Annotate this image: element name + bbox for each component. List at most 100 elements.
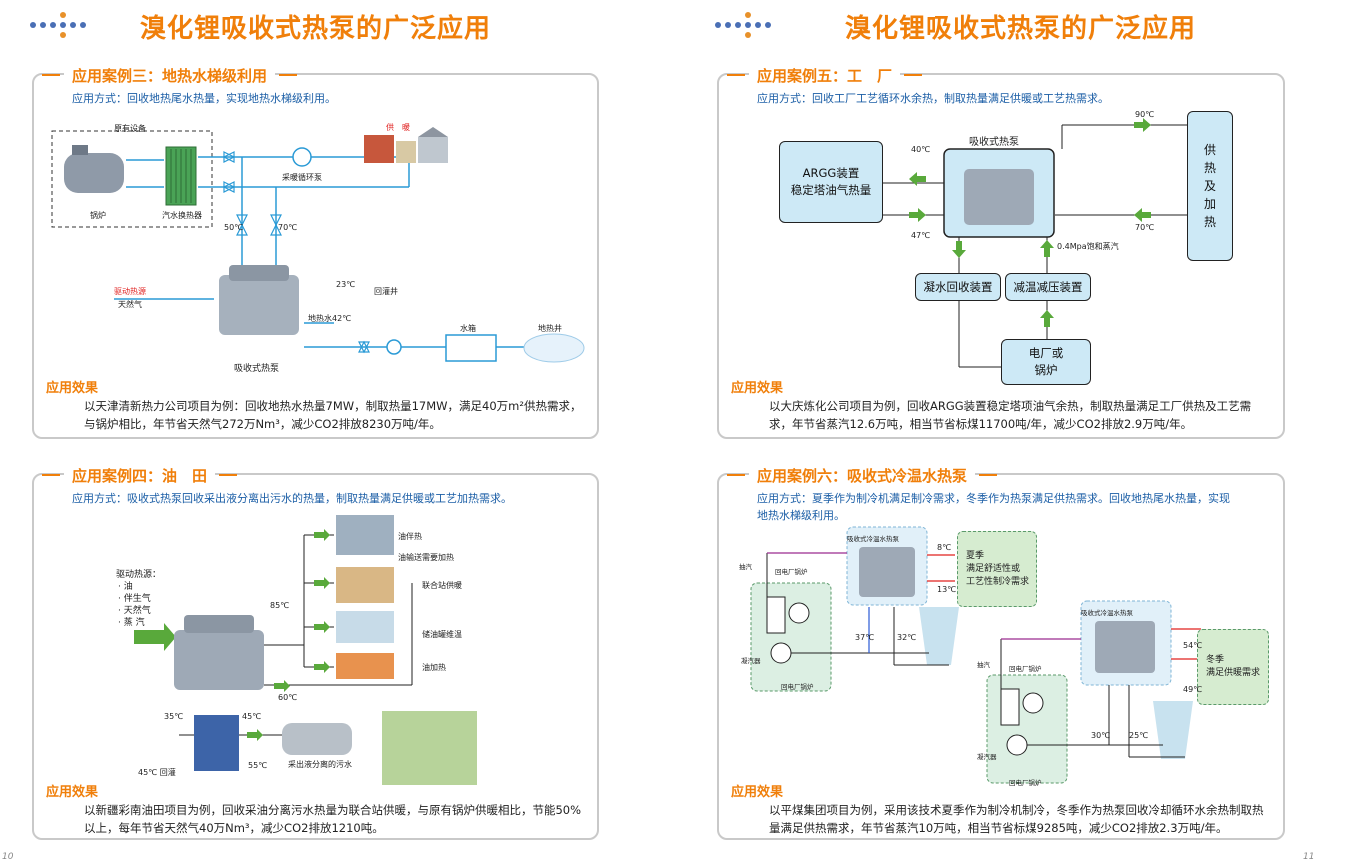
plant-box: 电厂或锅炉: [1001, 339, 1091, 385]
case3-heading: 应用案例三：地热水梯级利用: [41, 65, 298, 86]
drive-item: · 伴生气: [118, 594, 151, 604]
label-return-boiler: 回电厂锅炉: [775, 568, 808, 576]
label-extract: 抽汽: [977, 661, 990, 669]
label-t70: 70℃: [1135, 223, 1155, 232]
label-oil-heat: 油加热: [422, 663, 446, 672]
case5-heading: 应用案例五：工 厂: [726, 65, 923, 86]
label-sewage: 采出液分离的污水: [288, 760, 352, 769]
label-return-boiler: 回电厂锅炉: [1009, 779, 1042, 787]
label-t47: 47℃: [911, 231, 931, 240]
oil-pumpjack-photo: [382, 711, 477, 785]
geothermal-well-icon: [523, 333, 585, 363]
label-condenser: 凝汽器: [977, 753, 997, 761]
case5-effect-title: 应用效果: [731, 381, 784, 396]
dots-decoration-icon: [30, 12, 94, 38]
case3-effect-line: 与锅炉相比，年节省天然气272万Nm³，减少CO2排放8230万吨/年。: [84, 417, 441, 431]
label-t49: 49℃: [1183, 685, 1203, 694]
dots-decoration-icon: [715, 12, 779, 38]
case3-effect-line: 以天津清新热力公司项目为例：回收地热水热量7MW，制取热量17MW，满足40万m…: [84, 399, 582, 413]
label-t54: 54℃: [1183, 641, 1203, 650]
label-tank-keep: 储油罐维温: [422, 630, 462, 639]
generator-icon: [788, 602, 810, 624]
condenser-icon: [770, 642, 792, 664]
label-gas: 天然气: [118, 300, 142, 309]
heatpump-icon: [964, 169, 1034, 225]
case6-effect-title: 应用效果: [731, 785, 784, 800]
label-t32: 32℃: [897, 633, 917, 642]
drive-item: · 油: [118, 582, 133, 592]
geo-pump-icon: [386, 339, 402, 355]
case6-method-line: 应用方式：夏季作为制冷机满足制冷需求，冬季作为热泵满足供热需求。回收地热尾水热量…: [757, 492, 1230, 505]
drive-title: 驱动热源：: [116, 570, 162, 580]
case3-effect-text: 以天津清新热力公司项目为例：回收地热水热量7MW，制取热量17MW，满足40万m…: [84, 397, 581, 433]
label-heatpump: 吸收式热泵: [234, 364, 280, 374]
case5-method: 应用方式：回收工厂工艺循环水余热，制取热量满足供暖或工艺热需求。: [757, 92, 1109, 105]
argg-label: 稳定塔油气热量: [790, 183, 872, 197]
argg-box: ARGG装置稳定塔油气热量: [779, 141, 883, 223]
case6-effect-line: 以平煤集团项目为例，采用该技术夏季作为制冷机制冷，冬季作为热泵回收冷却循环水余热…: [769, 803, 1264, 817]
label-oil-transport: 油输送需要加热: [398, 553, 454, 562]
summer-demand-box: 夏季 满足舒适性或 工艺性制冷需求: [957, 531, 1037, 607]
separator-icon: [282, 723, 352, 755]
label-steam: 0.4Mpa饱和蒸汽: [1057, 242, 1119, 251]
case6-method-line: 地热水梯级利用。: [757, 509, 845, 522]
left-page: 溴化锂吸收式热泵的广泛应用 应用案例三：地热水梯级利用 应用方式：回收地热尾水热…: [0, 0, 672, 864]
heater-photo: [336, 653, 394, 679]
label-t90: 90℃: [1135, 110, 1155, 119]
page-title: 溴化锂吸收式热泵的广泛应用: [845, 14, 1197, 44]
label-t55: 55℃: [248, 761, 268, 770]
label-exchanger: 汽水换热器: [162, 211, 202, 220]
label-geo42: 地热水42℃: [308, 314, 352, 323]
case6-panel: 应用案例六：吸收式冷温水热泵 应用方式：夏季作为制冷机满足制冷需求，冬季作为热泵…: [717, 465, 1285, 840]
label-t45: 45℃: [242, 712, 262, 721]
summer-unit-label: 吸收式冷温水热泵: [847, 535, 899, 543]
supply-box: 供 热 及 加 热: [1187, 111, 1233, 261]
condensate-box: 凝水回收装置: [915, 273, 1001, 301]
label-t37: 37℃: [855, 633, 875, 642]
argg-label: ARGG装置: [802, 166, 860, 180]
label-condenser: 凝汽器: [741, 657, 761, 665]
right-page: 溴化锂吸收式热泵的广泛应用 应用案例五：工 厂 应用方式：回收工厂工艺循环水余热…: [673, 0, 1345, 864]
circulation-pump-icon: [292, 147, 312, 167]
case3-method: 应用方式：回收地热尾水热量，实现地热水梯级利用。: [72, 92, 336, 105]
label-heatpump: 吸收式热泵: [969, 137, 1019, 148]
label-t23: 23℃: [336, 280, 356, 289]
building-photo: [336, 567, 394, 603]
boiler-icon: [64, 153, 124, 193]
case4-effect-line: 以新疆彩南油田项目为例，回收采油分离污水热量为联合站供暖，与原有锅炉供暖相比，节…: [84, 803, 582, 817]
page-number: 10: [2, 852, 14, 862]
case5-diagram: [882, 118, 1187, 368]
label-t30: 30℃: [1091, 731, 1111, 740]
page-title: 溴化锂吸收式热泵的广泛应用: [140, 14, 492, 44]
case4-effect-text: 以新疆彩南油田项目为例，回收采油分离污水热量为联合站供暖，与原有锅炉供暖相比，节…: [84, 801, 581, 837]
case4-heading: 应用案例四：油 田: [41, 465, 238, 486]
drive-arrow-icon: [134, 623, 176, 651]
existing-equipment-box: [51, 130, 213, 228]
label-t50: 50℃: [224, 223, 244, 232]
plant-label: 锅炉: [1034, 363, 1058, 377]
label-boiler: 锅炉: [90, 211, 106, 220]
winter-unit-icon: [1095, 621, 1155, 673]
case3-panel: 应用案例三：地热水梯级利用 应用方式：回收地热尾水热量，实现地热水梯级利用。: [32, 65, 599, 439]
reducer-box: 减温减压装置: [1005, 273, 1091, 301]
label-drive: 驱动热源: [114, 287, 146, 296]
winter-demand-box: 冬季 满足供暖需求: [1197, 629, 1269, 705]
case3-diagram: [51, 127, 585, 363]
label-return-boiler: 回电厂锅炉: [1009, 665, 1042, 673]
case5-effect-text: 以大庆炼化公司项目为例，回收ARGG装置稳定塔项油气余热，制取热量满足工厂供热及…: [769, 397, 1251, 433]
heatpump-icon: [174, 630, 264, 690]
label-well: 地热井: [538, 324, 562, 333]
case6-effect-line: 量满足供热需求，年节省蒸汽10万吨，相当节省标煤9285吨，减少CO2排放2.3…: [769, 821, 1228, 835]
case6-heading: 应用案例六：吸收式冷温水热泵: [726, 465, 998, 486]
label-existing: 原有设备: [114, 124, 146, 133]
pipeline-photo: [336, 515, 394, 555]
label-reinject: 回灌井: [374, 287, 398, 296]
case3-effect-title: 应用效果: [46, 381, 99, 396]
cooling-tower-icon: [919, 607, 959, 665]
winter-unit-label: 吸收式冷温水热泵: [1081, 609, 1133, 617]
case6-diagram: [750, 526, 1201, 784]
cooling-tower-icon: [1153, 701, 1193, 759]
label-t40: 40℃: [911, 145, 931, 154]
label-t35: 35℃: [164, 712, 184, 721]
tank-photo: [336, 611, 394, 643]
